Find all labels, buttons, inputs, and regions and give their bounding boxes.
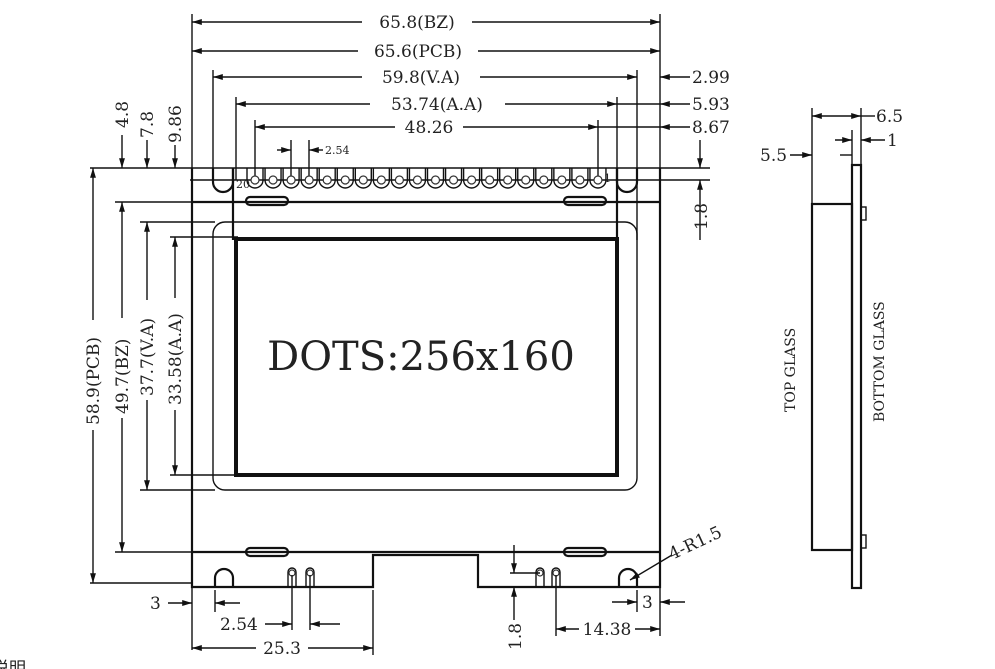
pin-hole bbox=[575, 175, 585, 185]
pin-hole bbox=[304, 175, 314, 185]
active-area bbox=[234, 237, 619, 477]
pin-pad bbox=[354, 168, 372, 189]
side-pcb-label: 1 bbox=[887, 131, 898, 151]
pin-20-label: 20 bbox=[236, 178, 250, 191]
bz-height-label: 49.7(BZ) bbox=[113, 339, 133, 414]
side-total-label: 6.5 bbox=[876, 107, 903, 127]
pcb-height-label: 58.9(PCB) bbox=[84, 337, 104, 425]
pin-pitch-label: 2.54 bbox=[325, 144, 350, 157]
top-4-8-label: 4.8 bbox=[113, 101, 133, 128]
pin-hole bbox=[467, 175, 477, 185]
pin-pad bbox=[499, 168, 517, 189]
side-glass-label: 5.5 bbox=[760, 146, 787, 166]
pin-hole bbox=[250, 175, 260, 185]
pin-row bbox=[246, 168, 607, 189]
pin-pad bbox=[336, 168, 354, 189]
pin-hole bbox=[430, 175, 441, 185]
pin-hole bbox=[539, 175, 549, 185]
pin-hole bbox=[340, 175, 350, 185]
pin-pad bbox=[282, 168, 300, 189]
module-outline bbox=[190, 168, 662, 589]
pin-pad bbox=[571, 168, 589, 189]
pin-hole bbox=[593, 175, 603, 185]
bottom-right-pin-label: 14.38 bbox=[583, 620, 632, 640]
pin-hole bbox=[358, 175, 368, 185]
bottom-pin-pitch-label: 2.54 bbox=[220, 615, 258, 635]
pin-hole bbox=[286, 175, 296, 185]
pin-hole bbox=[557, 175, 567, 185]
pin-hole bbox=[485, 175, 495, 185]
left-hole-offset-label: 3 bbox=[150, 594, 161, 614]
pin-hole bbox=[268, 175, 278, 185]
va-width-label: 59.8(V.A) bbox=[382, 68, 460, 88]
dots-label: DOTS:256x160 bbox=[267, 334, 575, 380]
pin-pad bbox=[480, 168, 499, 189]
side-view: 6.5 1 5.5 TOP GLASS BOTTOM GLASS bbox=[760, 107, 903, 590]
bottom-dimensions: 3 2.54 25.3 1.8 14.38 3 4-R1.5 bbox=[150, 523, 725, 659]
bottom-left-tab-label: 25.3 bbox=[263, 639, 301, 659]
pin-pad bbox=[246, 168, 264, 189]
pin-pad bbox=[408, 168, 427, 189]
top-7-8-label: 7.8 bbox=[138, 111, 158, 138]
pin-span-label: 48.26 bbox=[405, 118, 454, 138]
pin-hole bbox=[322, 175, 332, 185]
pin-pad bbox=[426, 168, 445, 189]
aa-width-label: 53.74(A.A) bbox=[391, 95, 483, 115]
va-height-label: 37.7(V.A) bbox=[138, 318, 158, 396]
pin-hole bbox=[412, 175, 423, 185]
aa-right-label: 5.93 bbox=[692, 95, 730, 115]
right-hole-offset-label: 3 bbox=[642, 593, 653, 613]
pin-1-label: 1 bbox=[604, 172, 611, 185]
pin-pad bbox=[535, 168, 553, 189]
pin-hole bbox=[376, 175, 386, 185]
aa-height-label: 33.58(A.A) bbox=[166, 313, 186, 405]
pin-pad bbox=[589, 168, 607, 189]
pin-pad bbox=[372, 168, 391, 189]
hole-radius-label: 4-R1.5 bbox=[666, 523, 726, 565]
pin-pad bbox=[553, 168, 571, 189]
pin-hole bbox=[448, 175, 459, 185]
bz-width-label: 65.8(BZ) bbox=[379, 13, 454, 33]
pin-pad bbox=[264, 168, 282, 189]
pin-hole bbox=[394, 175, 404, 185]
top-glass-label: TOP GLASS bbox=[783, 328, 799, 412]
pin-hole bbox=[503, 175, 513, 185]
bottom-pin-height-label: 1.8 bbox=[506, 623, 526, 650]
extension-lines bbox=[90, 14, 710, 650]
note-label: 说明 bbox=[0, 659, 26, 669]
bottom-glass-label: BOTTOM GLASS bbox=[872, 301, 888, 422]
pcb-width-label: 65.6(PCB) bbox=[374, 42, 462, 62]
pin-pad bbox=[300, 168, 318, 189]
top-9-86-label: 9.86 bbox=[166, 105, 186, 143]
pin-pad bbox=[390, 168, 409, 189]
width-dimensions: 65.8(BZ) 65.6(PCB) 59.8(V.A) 2.99 53.74(… bbox=[191, 12, 730, 240]
va-right-label: 2.99 bbox=[692, 68, 730, 88]
pin-row-height-label: 1.8 bbox=[692, 203, 712, 230]
pin-pad bbox=[462, 168, 481, 189]
pin-hole bbox=[521, 175, 531, 185]
height-dimensions: 58.9(PCB) 49.7(BZ) 4.8 37.7(V.A) 7.8 33.… bbox=[84, 101, 186, 583]
pin-right-label: 8.67 bbox=[692, 118, 730, 138]
pin-pad bbox=[517, 168, 535, 189]
pin-pad bbox=[444, 168, 463, 189]
pin-pad bbox=[318, 168, 336, 189]
